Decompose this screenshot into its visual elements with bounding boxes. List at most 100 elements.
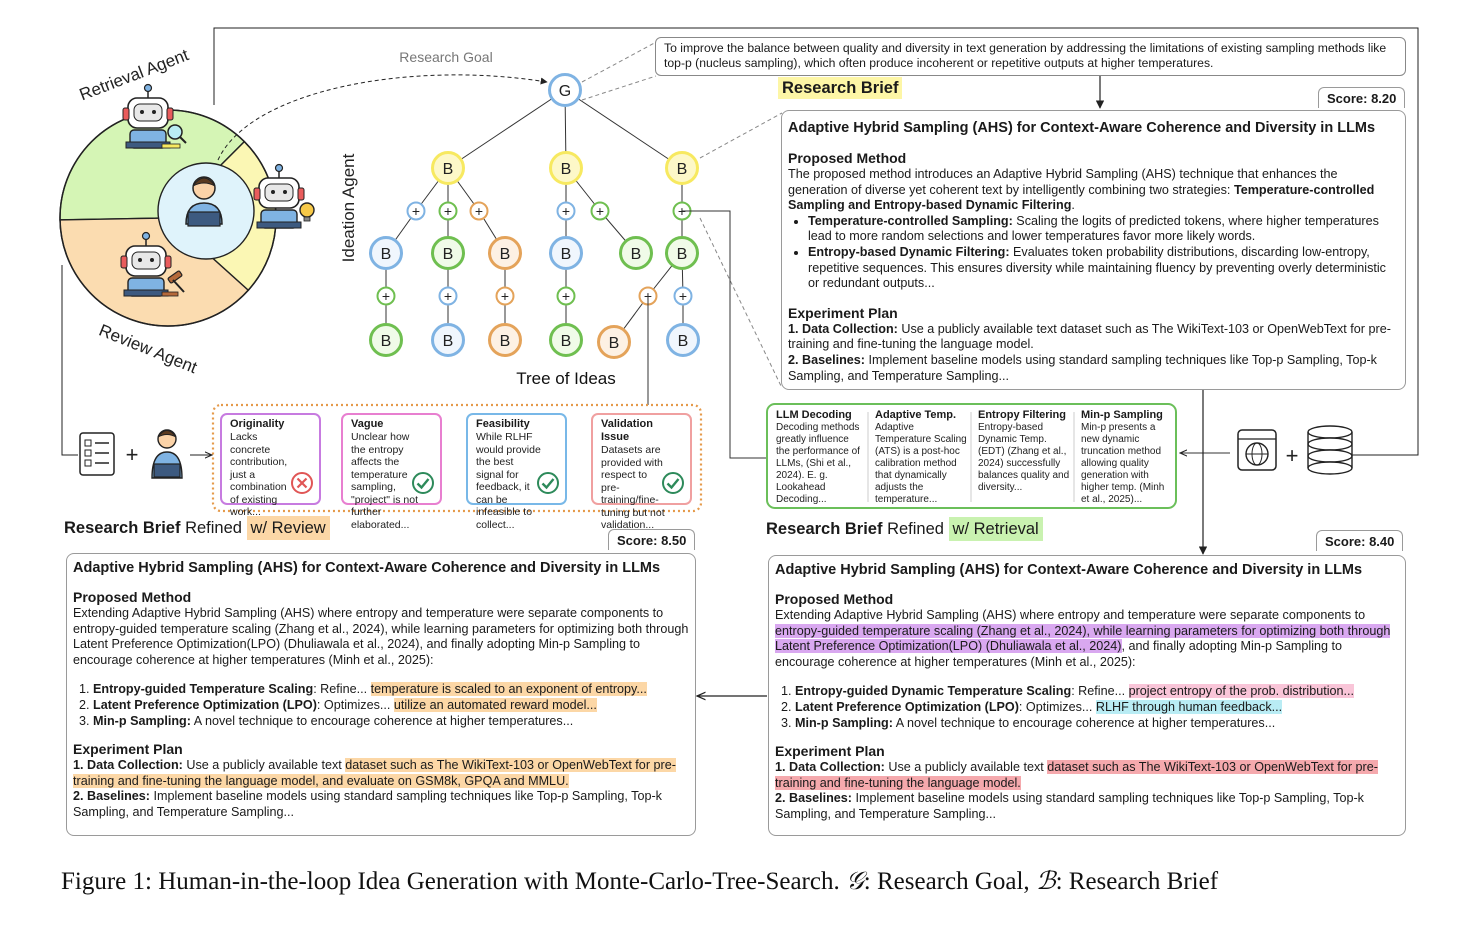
human-icon [185, 176, 223, 227]
goal-node: G [548, 73, 582, 107]
brief-node: B [549, 236, 583, 270]
node-circle [431, 236, 465, 270]
expand-plus-icon: + [376, 286, 396, 306]
web-browser-icon [1237, 429, 1277, 471]
gavel-icon [167, 270, 183, 284]
brief-node: B [431, 323, 465, 357]
brief-node: B [597, 325, 631, 359]
node-circle [665, 151, 699, 185]
robot-antenna-tip [274, 163, 284, 173]
plus-label: + [444, 203, 452, 219]
brief-node: B [666, 323, 700, 357]
plus-circle [673, 286, 693, 306]
robot-ear [253, 187, 261, 201]
brief-node: B [369, 323, 403, 357]
plus-label: + [475, 203, 483, 219]
expand-plus-icon: + [495, 286, 515, 306]
brief-node: B [488, 236, 522, 270]
node-label: G [559, 83, 571, 100]
research-goal-arc [217, 74, 548, 161]
robot-eye [271, 190, 275, 194]
brief-node: B [665, 236, 699, 270]
goal-dashed-line [581, 75, 657, 101]
review-agent-label: Review Agent [96, 321, 200, 378]
database-icon [1307, 425, 1366, 475]
node-label: B [381, 246, 392, 263]
robot-antenna-tip [141, 231, 151, 241]
checkbox [84, 439, 92, 447]
plus-label: + [501, 288, 509, 304]
node-circle [549, 323, 583, 357]
robot-antenna-tip [143, 83, 153, 93]
database-disk [1307, 461, 1353, 475]
robot-desk [123, 289, 169, 297]
lightbulb-base [303, 216, 311, 222]
brief-dashed-line [699, 217, 783, 389]
checkbox [84, 449, 92, 457]
plus-circle [438, 286, 458, 306]
brief-node: B [619, 236, 653, 270]
expand-plus-icon: + [673, 286, 693, 306]
robot-ear [166, 107, 174, 121]
database-disk [1307, 425, 1353, 439]
expand-plus-icon: + [406, 201, 426, 221]
node-circle [431, 151, 465, 185]
robot-ear [120, 255, 128, 269]
expand-plus-icon: + [590, 201, 610, 221]
database-disk [1307, 437, 1353, 451]
node-label: B [678, 333, 689, 350]
expand-plus-icon: + [438, 201, 458, 221]
plus-label: + [679, 288, 687, 304]
brief-node: B [369, 236, 403, 270]
lightbulb-icon [299, 202, 315, 218]
reviewer-hair [157, 430, 177, 438]
research-goal-label: Research Goal [399, 49, 492, 65]
database-disk [1307, 449, 1353, 463]
plus-circle [438, 201, 458, 221]
plus-circle [469, 201, 489, 221]
node-circle [619, 236, 653, 270]
plus-label: + [562, 288, 570, 304]
tree-of-ideas-label: Tree of Ideas [516, 369, 616, 388]
robot-face [264, 183, 294, 202]
brief-node: B [549, 151, 583, 185]
expand-plus-icon: + [556, 201, 576, 221]
node-circle [665, 236, 699, 270]
plus-label: + [412, 203, 420, 219]
node-label: B [500, 246, 511, 263]
ideation-robot-icon [253, 163, 315, 229]
tree-edge [447, 89, 566, 169]
magnifier-handle [179, 136, 187, 144]
node-label: B [443, 333, 454, 350]
node-circle [597, 325, 631, 359]
tree-to-literature-line [682, 210, 768, 459]
node-circle [431, 323, 465, 357]
brief-node: B [431, 236, 465, 270]
node-label: B [561, 161, 572, 178]
robot-ear [122, 107, 130, 121]
human-hair [192, 177, 216, 187]
checkbox [84, 459, 92, 467]
reviewer-laptop [153, 463, 181, 478]
node-circle [369, 236, 403, 270]
node-circle [666, 323, 700, 357]
robot-face [131, 251, 161, 270]
plus-circle [406, 201, 426, 221]
magnifier-icon [167, 124, 183, 140]
node-circle [549, 236, 583, 270]
brief-dashed-line [699, 112, 783, 159]
robot-ear [297, 187, 305, 201]
plus-circle [556, 286, 576, 306]
plus-circle [556, 201, 576, 221]
checklist-icon [79, 432, 115, 476]
node-circle [549, 151, 583, 185]
robot-desk [256, 221, 302, 229]
plus-label: + [562, 203, 570, 219]
review-robot-icon [120, 231, 185, 297]
plus-label: + [382, 288, 390, 304]
gavel-block [161, 291, 179, 297]
brief-node: B [549, 323, 583, 357]
expand-plus-icon: + [438, 286, 458, 306]
